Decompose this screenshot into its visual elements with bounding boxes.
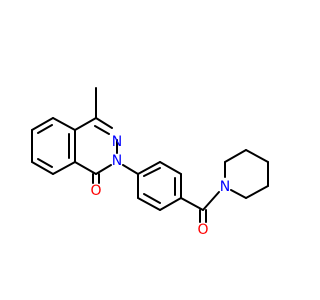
bond-aryl-carbonyl <box>180 197 204 211</box>
bond-ph-c5-c6 <box>137 197 161 211</box>
bond-c8-c8a <box>52 161 76 175</box>
structure-canvas: N N O N O <box>31 87 269 238</box>
bond-pip-c3-c4 <box>245 149 269 163</box>
atom-n-upper: N <box>112 134 122 150</box>
bond-c7-c8 <box>31 161 54 175</box>
bond-n2-c1 <box>95 164 112 175</box>
bond-c5-c6-inner <box>37 124 53 134</box>
atom-labels: N N O N O <box>90 134 230 238</box>
bond-ph-c4-c5 <box>159 197 182 211</box>
bond-c4-n3 <box>95 117 113 129</box>
bond-ph-c2-c3 <box>159 161 182 175</box>
bond-ph-c5-c6-inner <box>143 193 161 204</box>
bond-amide-cn <box>202 191 220 211</box>
atom-n-piperidine: N <box>220 179 230 195</box>
bonds <box>31 87 269 223</box>
bond-n2-aryl <box>122 164 139 175</box>
bond-ph-c1-c2 <box>137 161 161 175</box>
bond-c4a-c5 <box>52 117 76 131</box>
bond-c7-c8-inner <box>37 158 53 168</box>
atom-o-ring-carbonyl: O <box>90 183 101 199</box>
bond-c1-c8a <box>74 161 97 175</box>
atom-n-lower: N <box>112 153 122 169</box>
bond-pip-c6-n <box>230 189 247 199</box>
bond-c4-c4a <box>74 117 97 131</box>
bond-c4-n3-inner <box>94 125 110 135</box>
molecule-structure: N N O N O <box>31 87 269 238</box>
atom-o-amide: O <box>197 222 208 238</box>
bond-pip-c5-c6 <box>245 185 269 199</box>
bond-c5-c6 <box>31 117 54 131</box>
bond-ph-c1-c2-inner <box>143 167 161 177</box>
bond-pip-c2-c3 <box>224 149 247 163</box>
